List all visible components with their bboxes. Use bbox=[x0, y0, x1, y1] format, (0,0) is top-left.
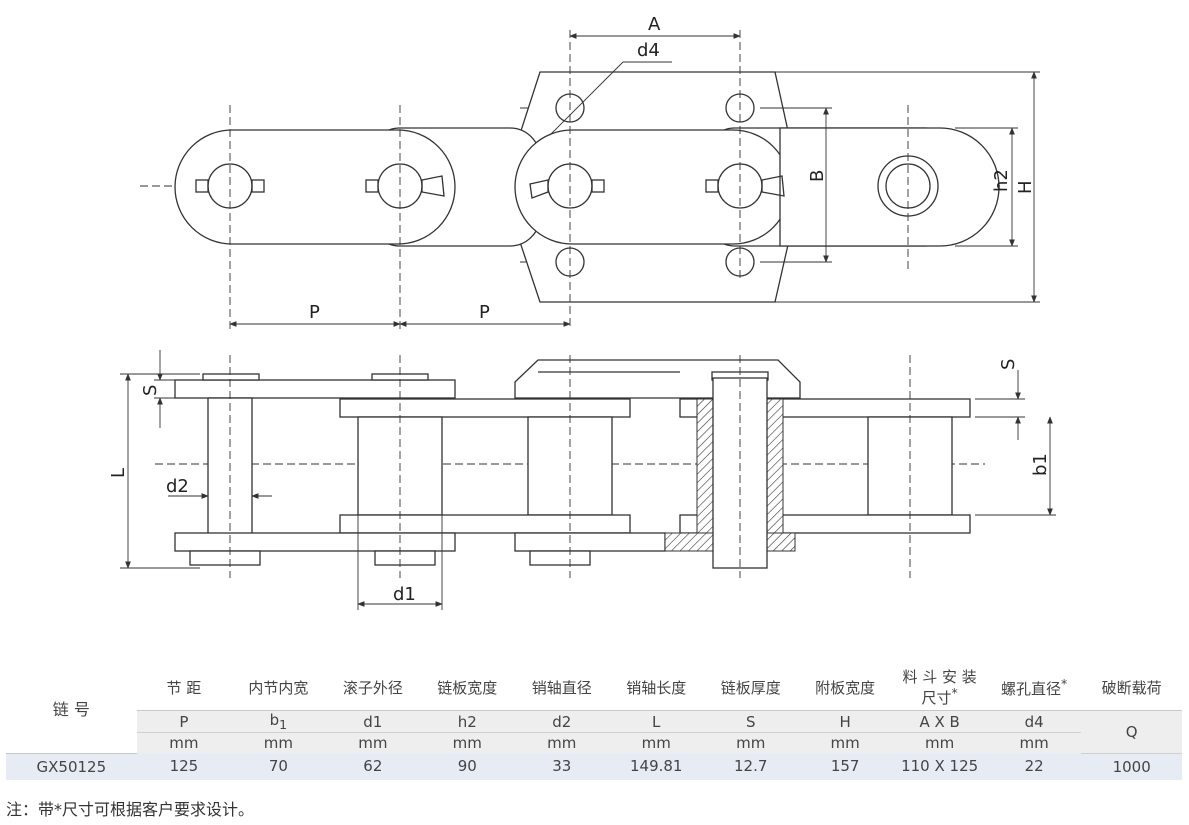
header-chain-no: 链 号 bbox=[6, 664, 137, 754]
side-view: L S d2 d1 S b1 bbox=[108, 350, 1056, 610]
table-row: GX50125 125 70 62 90 33 149.81 12.7 157 … bbox=[6, 753, 1182, 780]
label-h2: h2 bbox=[991, 169, 1012, 192]
table-symbol-row: P b1 d1 h2 d2 L S H A X B d4 Q bbox=[6, 710, 1182, 754]
header-bolt-hole-star: * bbox=[1060, 675, 1068, 691]
symbol-b1: b1 bbox=[231, 710, 326, 733]
symbol-h2: h2 bbox=[420, 710, 515, 733]
unit-cell: mm bbox=[136, 732, 232, 753]
label-H: H bbox=[1015, 180, 1036, 194]
header-bolt-hole: 螺孔直径* bbox=[986, 664, 1082, 711]
symbol-q: Q bbox=[1081, 710, 1182, 754]
cell-chain-no: GX50125 bbox=[6, 753, 137, 780]
spec-table: 链 号 节 距 内节内宽 滚子外径 链板宽度 销轴直径 销轴长度 链板厚度 附板… bbox=[6, 664, 1182, 780]
cell-pitch: 125 bbox=[136, 753, 232, 780]
header-pitch: 节 距 bbox=[136, 664, 232, 711]
link-plate-middle bbox=[514, 129, 791, 245]
link-plate-left bbox=[174, 129, 456, 245]
table-header-row: 链 号 节 距 内节内宽 滚子外径 链板宽度 销轴直径 销轴长度 链板厚度 附板… bbox=[6, 664, 1182, 754]
header-roller-od: 滚子外径 bbox=[325, 664, 421, 711]
symbol-l: L bbox=[609, 710, 704, 733]
label-S-left: S bbox=[140, 385, 161, 396]
cell-plate-width: 90 bbox=[420, 753, 515, 780]
cell-plate-thickness: 12.7 bbox=[703, 753, 798, 780]
cell-breaking-load: 1000 bbox=[1081, 753, 1182, 780]
label-B: B bbox=[807, 170, 828, 182]
label-L: L bbox=[108, 468, 129, 478]
symbol-d4: d4 bbox=[986, 710, 1082, 733]
top-view: A d4 B h2 H P P bbox=[140, 14, 1040, 330]
cell-roller-od: 62 bbox=[325, 753, 421, 780]
unit-cell: mm bbox=[986, 732, 1082, 753]
label-b1: b1 bbox=[1030, 453, 1051, 476]
cell-attachment-width: 157 bbox=[797, 753, 893, 780]
symbol-b1-sub: 1 bbox=[279, 717, 288, 732]
unit-cell: mm bbox=[231, 732, 326, 753]
unit-cell: mm bbox=[703, 732, 798, 753]
cell-bucket-mount: 110 X 125 bbox=[892, 753, 987, 780]
symbol-d1: d1 bbox=[325, 710, 421, 733]
header-bucket-mount-line1: 料 斗 安 装 bbox=[902, 667, 977, 686]
symbol-h: H bbox=[797, 710, 893, 733]
label-P-2: P bbox=[479, 302, 490, 323]
cell-pin-length: 149.81 bbox=[609, 753, 704, 780]
symbol-b1-base: b bbox=[269, 711, 280, 729]
label-d4: d4 bbox=[637, 40, 660, 61]
unit-cell: mm bbox=[420, 732, 515, 753]
cell-bolt-hole: 22 bbox=[986, 753, 1082, 780]
header-breaking-load: 破断载荷 bbox=[1081, 664, 1182, 711]
unit-cell: mm bbox=[325, 732, 421, 753]
symbol-d2: d2 bbox=[514, 710, 609, 733]
label-P-1: P bbox=[309, 302, 320, 323]
symbol-p: P bbox=[136, 710, 232, 733]
header-bolt-hole-label: 螺孔直径 bbox=[1000, 679, 1061, 698]
unit-cell: mm bbox=[797, 732, 893, 753]
header-pin-diameter: 销轴直径 bbox=[514, 664, 609, 711]
unit-cell: mm bbox=[609, 732, 704, 753]
label-S-right: S bbox=[998, 359, 1019, 370]
header-attachment-width: 附板宽度 bbox=[797, 664, 893, 711]
header-bucket-mount: 料 斗 安 装 尺寸* bbox=[892, 664, 987, 711]
symbol-axb: A X B bbox=[892, 710, 987, 733]
label-d2: d2 bbox=[166, 476, 189, 497]
cell-inner-width: 70 bbox=[231, 753, 326, 780]
header-bucket-mount-line2: 尺寸 bbox=[921, 688, 952, 707]
symbol-s: S bbox=[703, 710, 798, 733]
header-pin-length: 销轴长度 bbox=[609, 664, 704, 711]
header-plate-thickness: 链板厚度 bbox=[703, 664, 798, 711]
header-bucket-mount-star: * bbox=[951, 684, 958, 700]
header-plate-width: 链板宽度 bbox=[420, 664, 515, 711]
label-d1: d1 bbox=[393, 584, 416, 605]
cell-pin-diameter: 33 bbox=[514, 753, 609, 780]
chain-technical-drawing: A d4 B h2 H P P bbox=[108, 14, 1056, 610]
label-A: A bbox=[648, 14, 661, 35]
table-unit-row: mm mm mm mm mm mm mm mm mm mm bbox=[6, 732, 1182, 753]
pin-circles bbox=[195, 155, 939, 217]
footnote: 注：带*尺寸可根据客户要求设计。 bbox=[6, 800, 255, 819]
unit-cell: mm bbox=[892, 732, 987, 753]
header-inner-width: 内节内宽 bbox=[231, 664, 326, 711]
unit-cell: mm bbox=[514, 732, 609, 753]
